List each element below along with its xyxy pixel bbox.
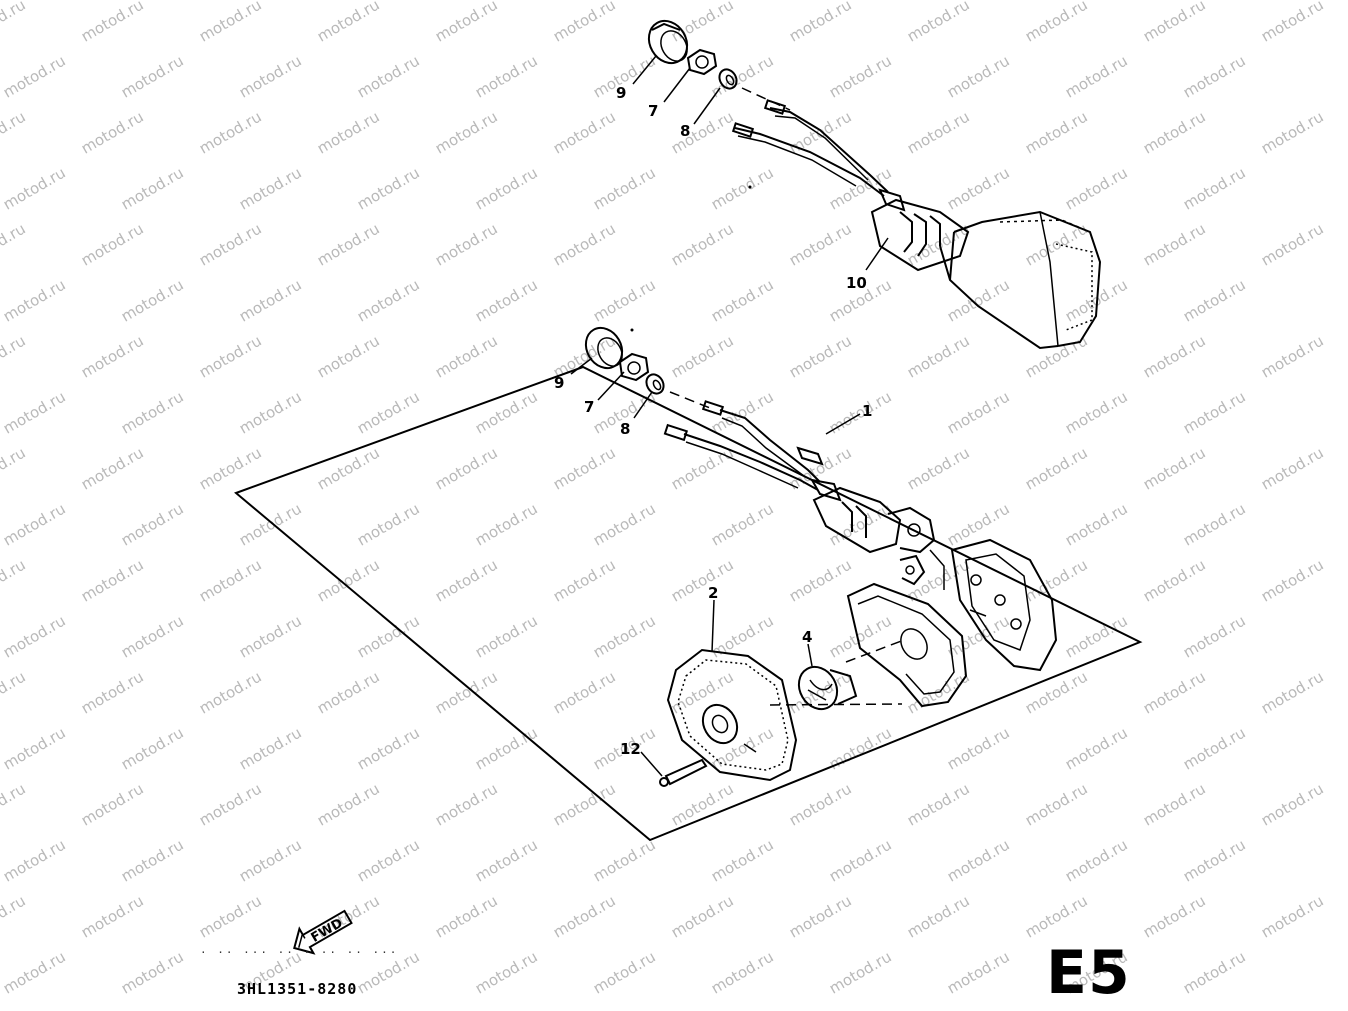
callout-1: 1	[862, 402, 872, 420]
upper-turn-signal-assembly	[647, 19, 1102, 350]
dotted-decoration: · ·· ··· ·· · ·· ·· ···	[200, 946, 399, 959]
leader-lines	[570, 55, 889, 777]
lens-part-2	[666, 648, 798, 782]
lower-turn-signal-assembly	[234, 326, 1143, 842]
rear-housing-shell	[950, 538, 1058, 672]
assembly-frame-part-1	[234, 365, 1143, 842]
callout-7-lower: 7	[584, 398, 594, 416]
stem-housing-lower	[810, 478, 945, 590]
wire-leads-upper	[731, 99, 889, 197]
callout-9-lower: 9	[554, 374, 564, 392]
wire-leads-lower	[663, 400, 824, 491]
callout-7-upper: 7	[648, 102, 658, 120]
callout-10: 10	[846, 274, 867, 292]
bulb-part-4	[797, 665, 858, 711]
turn-signal-body-part-10	[870, 188, 1102, 350]
nut-part-7-lower	[618, 352, 650, 382]
washer-part-8-upper	[718, 68, 738, 90]
nut-part-7-upper	[686, 48, 718, 76]
callout-8-upper: 8	[680, 122, 690, 140]
callout-12: 12	[620, 740, 641, 758]
callouts: 9 7 8 10 9 7 8 1 2 4 12	[554, 84, 872, 758]
part-code: 3HL1351-8280	[237, 980, 358, 998]
callout-2: 2	[708, 584, 718, 602]
screw-part-12	[659, 758, 708, 787]
cap-part-9-upper	[647, 19, 689, 65]
page-code: E5	[1046, 938, 1131, 1008]
washer-part-8-lower	[645, 373, 665, 395]
gasket	[846, 582, 968, 708]
callout-9-upper: 9	[616, 84, 626, 102]
cap-part-9-lower	[584, 326, 634, 370]
callout-8-lower: 8	[620, 420, 630, 438]
callout-4: 4	[802, 628, 812, 646]
